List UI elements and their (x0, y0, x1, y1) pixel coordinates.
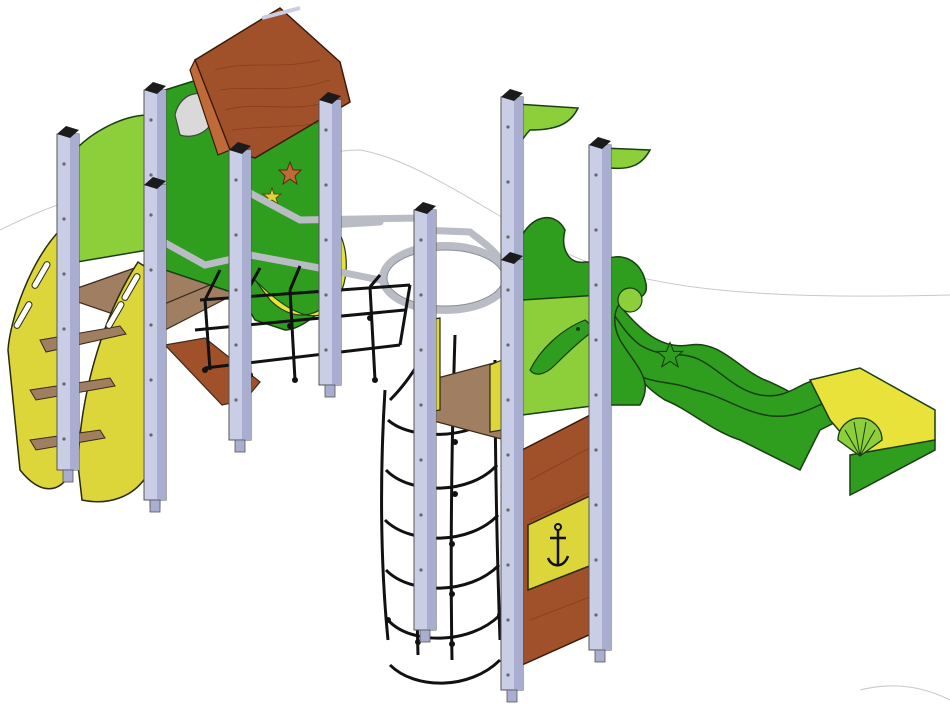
handhold-panel-2 (489, 359, 503, 433)
sea-panel (519, 216, 685, 416)
wave-slide (595, 298, 936, 497)
post-center (413, 202, 437, 643)
post-right-rear (588, 137, 612, 663)
bubble-icon (617, 287, 643, 313)
ladder-handholds (13, 261, 141, 329)
starfish-icon (261, 160, 303, 206)
roof-side (189, 58, 231, 156)
ladder-side-front (77, 260, 151, 503)
left-back-panel (76, 114, 149, 263)
wave-crest-panel (519, 216, 601, 301)
post-left-front-b (143, 177, 167, 513)
post-left-mid (228, 142, 252, 453)
starfish-icon (655, 340, 685, 368)
posts (56, 82, 612, 703)
post-right-front (500, 252, 524, 703)
flag-left (515, 103, 580, 154)
left-ladder (7, 226, 151, 503)
roof-ridge (261, 6, 301, 20)
ring-rail-inner (386, 249, 504, 307)
ground-line-right (859, 685, 950, 701)
post-left-back (56, 126, 80, 483)
shell-icon (837, 417, 883, 457)
post-left-rear (318, 92, 342, 398)
dolphin-icon (529, 319, 591, 375)
ring-rail (379, 242, 511, 314)
slide-exit-side (849, 439, 936, 497)
net-knots-tube (385, 437, 503, 647)
